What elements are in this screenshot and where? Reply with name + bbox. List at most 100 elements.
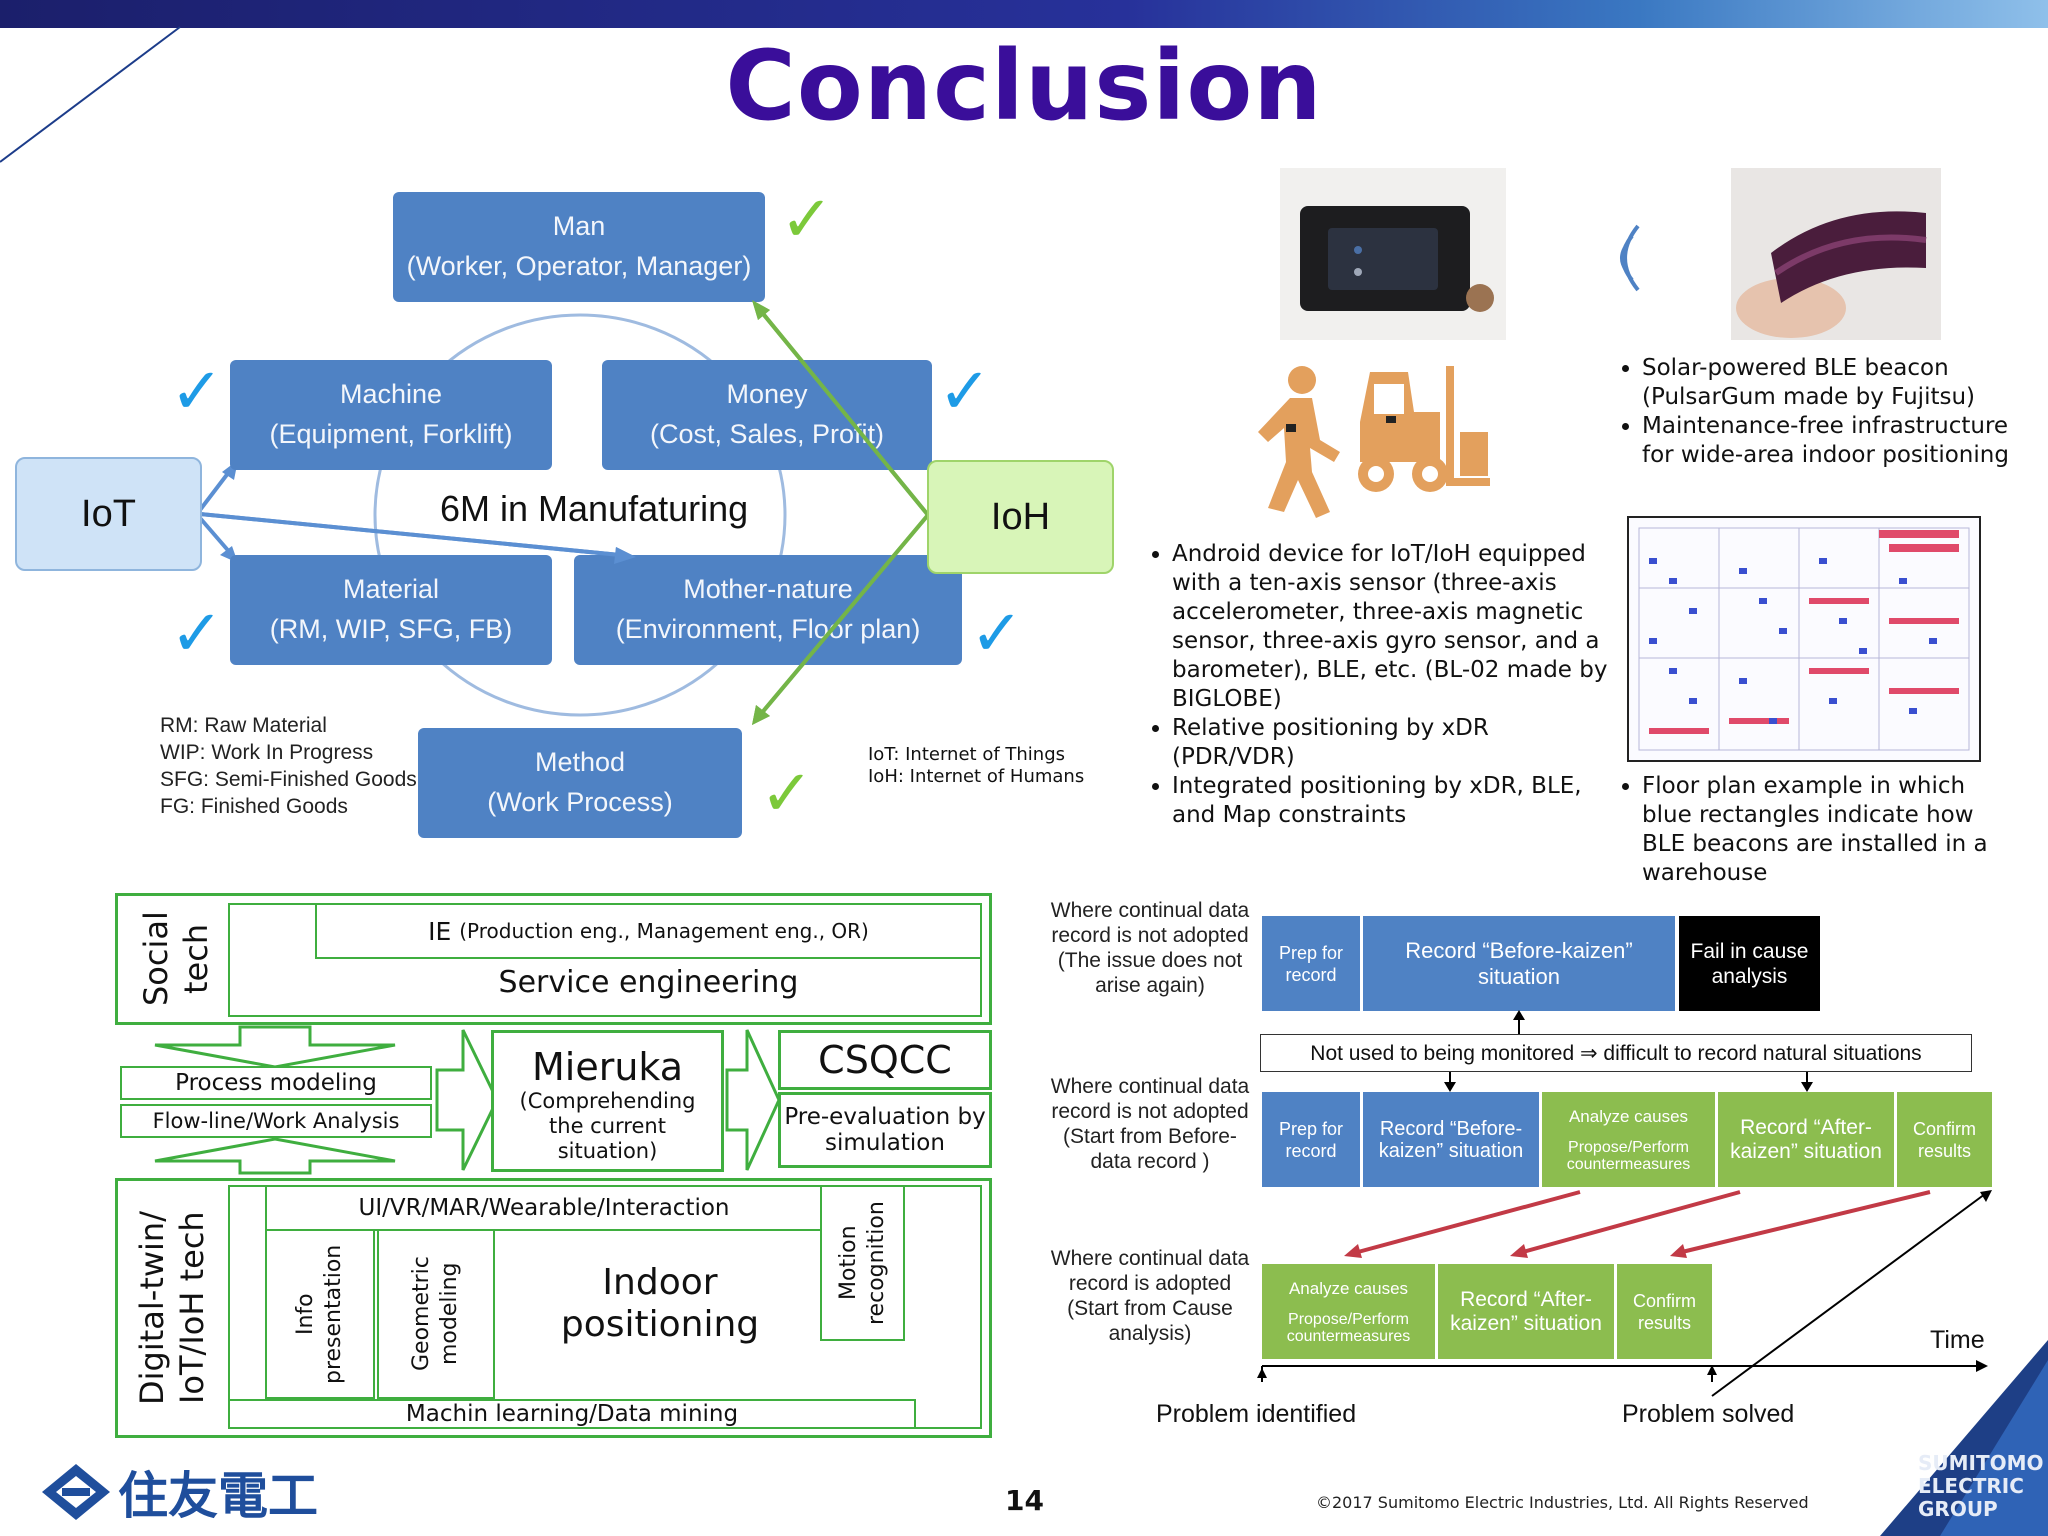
mieruka-title: Mieruka xyxy=(531,1045,684,1089)
abbrev-ioh: IoH: Internet of Humans xyxy=(868,766,1085,787)
problem-solved-label: Problem solved xyxy=(1622,1400,1795,1428)
row3-analyze-box: Analyze causes Propose/Perform counterme… xyxy=(1262,1264,1435,1359)
mother-nature-check-icon: ✓ xyxy=(970,597,1024,671)
man-box: Man (Worker, Operator, Manager) xyxy=(393,192,765,302)
sumitomo-logo-icon xyxy=(42,1464,110,1520)
floorplan-bullets: Floor plan example in which blue rectang… xyxy=(1612,772,2012,888)
material-title: Material xyxy=(342,574,440,604)
ble-beacon-photo xyxy=(1731,168,1941,340)
row3-confirm-box: Confirm results xyxy=(1617,1264,1712,1359)
motion-recognition-label: Motion recognition xyxy=(836,1201,889,1325)
beacon-bullet: Maintenance-free infrastructure for wide… xyxy=(1642,412,2012,470)
machine-check-icon: ✓ xyxy=(170,355,224,429)
time-axis-label: Time xyxy=(1930,1326,1985,1354)
material-detail: (RM, WIP, SFG, FB) xyxy=(269,614,513,644)
problem-identified-label: Problem identified xyxy=(1156,1400,1357,1428)
row3-propose-label: Propose/Perform countermeasures xyxy=(1286,1310,1411,1345)
beacon-bullet: Solar-powered BLE beacon (PulsarGum made… xyxy=(1642,354,2012,412)
row3-analyze-label: Analyze causes xyxy=(1288,1278,1409,1298)
group-logo-line: GROUP xyxy=(1918,1497,1998,1521)
iot-box: IoT xyxy=(15,457,202,571)
not-used-note: Not used to being monitored ⇒ difficult … xyxy=(1260,1034,1972,1072)
method-detail: (Work Process) xyxy=(487,787,673,817)
corner-line-decoration xyxy=(0,26,181,163)
abbrev-iot: IoT: Internet of Things xyxy=(868,744,1066,765)
abbrev-fg: FG: Finished Goods xyxy=(160,795,348,818)
ie-detail: (Production eng., Management eng., OR) xyxy=(459,919,869,943)
device-bullets: Android device for IoT/IoH equipped with… xyxy=(1142,540,1612,830)
floorplan-bullet: Floor plan example in which blue rectang… xyxy=(1642,772,2012,888)
row1-label: Where continual data record is not adopt… xyxy=(1050,899,1250,997)
row2-propose-label: Propose/Perform countermeasures xyxy=(1566,1138,1691,1173)
info-presentation-box xyxy=(265,1229,375,1399)
ioh-box: IoH xyxy=(927,460,1114,574)
mieruka-subtitle: (Comprehending the current situation) xyxy=(519,1089,696,1163)
ui-vr-box: UI/VR/MAR/Wearable/Interaction xyxy=(265,1185,823,1231)
abbrev-rm: RM: Raw Material xyxy=(160,714,327,737)
row2-record-after-box: Record “After-kaizen” situation xyxy=(1718,1092,1894,1187)
group-logo-background xyxy=(1880,1340,2048,1536)
group-logo-line: SUMITOMO xyxy=(1918,1451,2044,1475)
mother-nature-detail: (Environment, Floor plan) xyxy=(615,614,921,644)
android-device-photo xyxy=(1280,168,1506,340)
method-box: Method (Work Process) xyxy=(418,728,742,838)
row2-record-before-box: Record “Before-kaizen” situation xyxy=(1363,1092,1539,1187)
row2-confirm-box: Confirm results xyxy=(1897,1092,1992,1187)
money-title: Money xyxy=(726,379,808,409)
slide-title: Conclusion xyxy=(725,30,1323,142)
row1-fail-box: Fail in cause analysis xyxy=(1679,916,1820,1011)
abbrev-wip: WIP: Work In Progress xyxy=(160,741,374,764)
mieruka-box: Mieruka (Comprehending the current situa… xyxy=(491,1030,724,1172)
device-bullet: Relative positioning by xDR (PDR/VDR) xyxy=(1172,714,1612,772)
page-number: 14 xyxy=(1005,1484,1044,1517)
man-check-icon: ✓ xyxy=(780,183,834,257)
ie-box: IE (Production eng., Management eng., OR… xyxy=(315,903,982,959)
service-engineering-label: Service engineering xyxy=(498,965,799,1000)
money-detail: (Cost, Sales, Profit) xyxy=(649,419,885,449)
top-banner xyxy=(0,0,2048,28)
copyright-text: ©2017 Sumitomo Electric Industries, Ltd.… xyxy=(1316,1493,1809,1512)
row2-analyze-box: Analyze causes Propose/Perform counterme… xyxy=(1542,1092,1715,1187)
arrow-to-mieruka-icon xyxy=(435,1029,499,1171)
method-title: Method xyxy=(534,747,626,777)
abbrev-right: IoT: Internet of Things IoH: Internet of… xyxy=(868,744,1084,788)
row1-prep-box: Prep for record xyxy=(1262,916,1360,1011)
wireless-signal-icon xyxy=(1620,224,1640,292)
pre-evaluation-box: Pre-evaluation by simulation xyxy=(778,1092,992,1168)
company-logo-text: 住友電工 xyxy=(118,1467,318,1525)
machine-detail: (Equipment, Forklift) xyxy=(269,419,513,449)
timeline-arrows xyxy=(1257,1010,1992,1397)
row3-record-after-box: Record “After-kaizen” situation xyxy=(1438,1264,1614,1359)
money-box: Money (Cost, Sales, Profit) xyxy=(602,360,932,470)
group-logo-text: SUMITOMO ELECTRIC GROUP xyxy=(1918,1452,2044,1521)
machine-box: Machine (Equipment, Forklift) xyxy=(230,360,552,470)
device-bullet: Integrated positioning by xDR, BLE, and … xyxy=(1172,772,1612,830)
man-detail: (Worker, Operator, Manager) xyxy=(406,251,752,281)
row2-label: Where continual data record is not adopt… xyxy=(1050,1075,1250,1173)
man-title: Man xyxy=(552,211,606,241)
device-bullet: Android device for IoT/IoH equipped with… xyxy=(1172,540,1612,714)
beacon-bullets: Solar-powered BLE beacon (PulsarGum made… xyxy=(1612,354,2012,470)
sixm-center-label: 6M in Manufaturing xyxy=(440,488,749,529)
csqcc-box: CSQCC xyxy=(778,1030,992,1090)
warehouse-floor-plan xyxy=(1627,516,1981,762)
indoor-positioning-label: Indoor positioning xyxy=(560,1262,760,1345)
motion-recognition-box xyxy=(820,1185,905,1341)
info-presentation-label: Info presentation xyxy=(293,1244,346,1384)
geometric-modeling-box xyxy=(377,1229,495,1399)
row2-prep-box: Prep for record xyxy=(1262,1092,1360,1187)
worker-and-forklift-icon xyxy=(1258,366,1490,518)
digital-twin-label: Digital-twin/ IoT/IoH tech xyxy=(133,1211,211,1405)
row1-record-before-box: Record “Before-kaizen” situation xyxy=(1363,916,1675,1011)
process-modeling-box: Process modeling xyxy=(120,1066,432,1100)
ml-dm-box: Machin learning/Data mining xyxy=(228,1399,916,1429)
process-block-arrows xyxy=(154,1025,396,1175)
abbrev-left: RM: Raw Material WIP: Work In Progress S… xyxy=(160,712,417,820)
machine-title: Machine xyxy=(339,379,443,409)
arrow-to-csqcc-icon xyxy=(725,1029,781,1171)
flow-line-box: Flow-line/Work Analysis xyxy=(120,1104,432,1138)
geometric-modeling-label: Geometric modeling xyxy=(409,1256,462,1372)
social-tech-label: Social tech xyxy=(137,911,215,1007)
money-check-icon: ✓ xyxy=(938,355,992,429)
mother-nature-title: Mother-nature xyxy=(683,574,853,604)
